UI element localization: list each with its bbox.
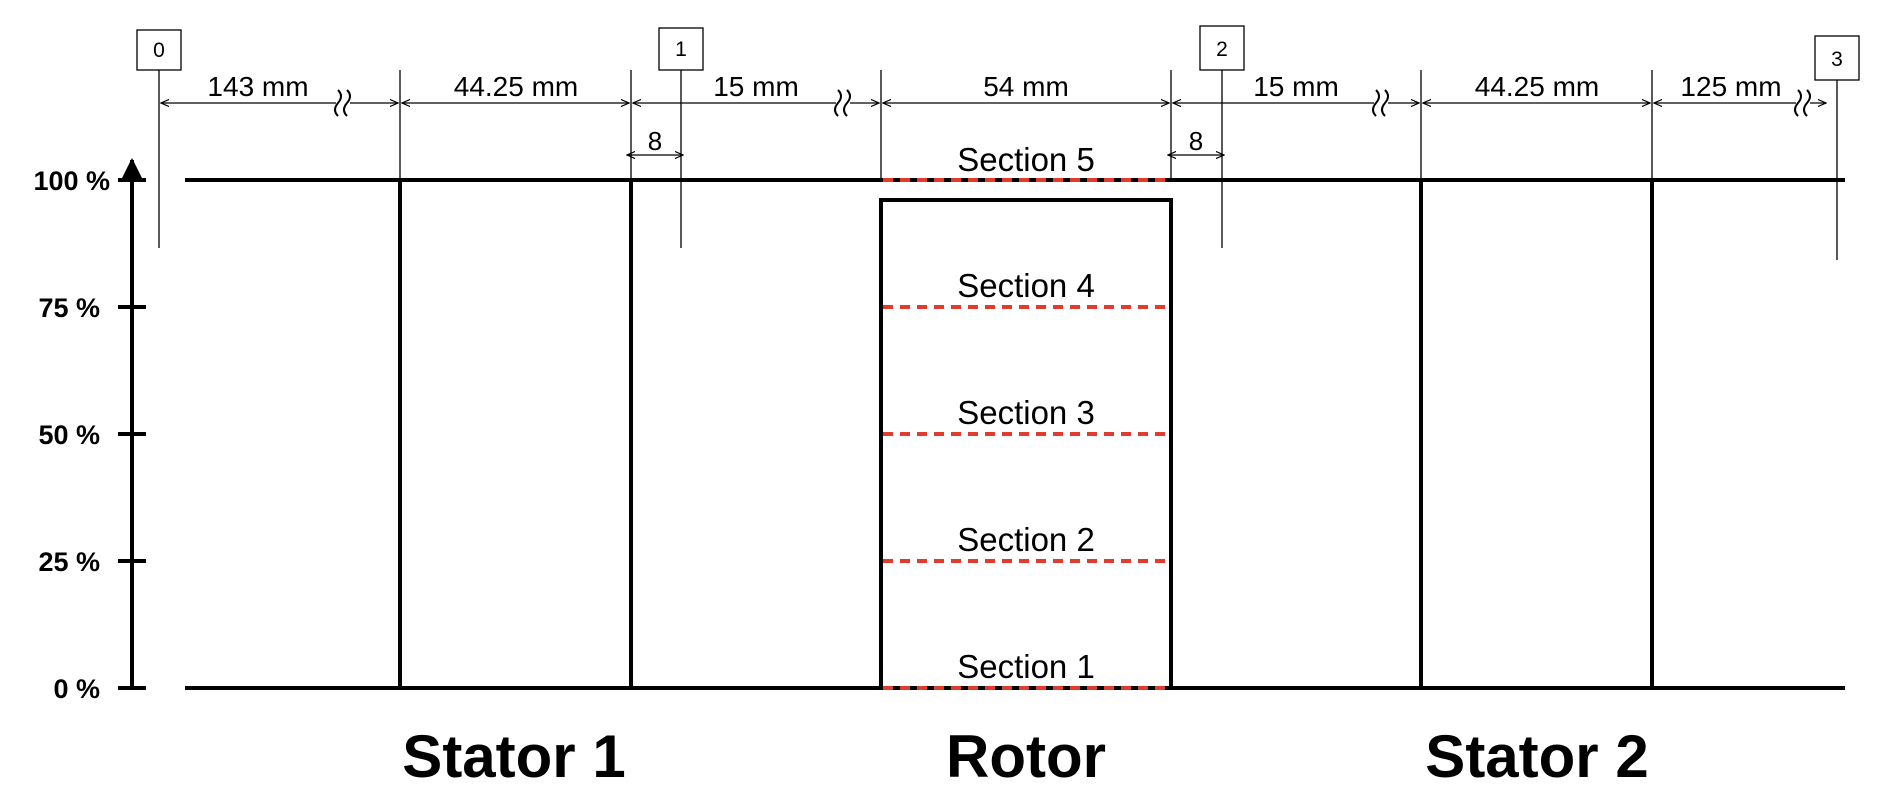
break-icon	[834, 89, 851, 117]
dim-15b-label: 15 mm	[1253, 71, 1339, 102]
y-axis: 0 % 25 % 50 % 75 % 100 %	[33, 158, 146, 704]
station-0-label: 0	[153, 39, 165, 62]
station-1: 1	[658, 27, 704, 248]
stator-1-label: Stator 1	[402, 723, 625, 790]
station-0: 0	[136, 29, 182, 248]
break-icon	[1794, 89, 1811, 117]
tick-label-100: 100 %	[33, 166, 110, 196]
dim-54-label: 54 mm	[983, 71, 1069, 102]
station-3: 3	[1814, 35, 1860, 260]
tick-label-25: 25 %	[38, 547, 100, 577]
section-5-label: Section 5	[957, 141, 1095, 178]
stator-1-blade	[398, 180, 633, 688]
station-1-label: 1	[675, 38, 687, 61]
tick-label-0: 0 %	[53, 674, 100, 704]
section-2-label: Section 2	[957, 521, 1095, 558]
dim-44a-label: 44.25 mm	[454, 71, 579, 102]
stator-2-blade	[1419, 180, 1654, 688]
tick-label-50: 50 %	[38, 420, 100, 450]
station-2: 2	[1199, 25, 1245, 248]
rotor-label: Rotor	[946, 723, 1106, 790]
dim-143-label: 143 mm	[207, 71, 308, 102]
section-1-label: Section 1	[957, 648, 1095, 685]
gap-2-label: 8	[1189, 126, 1203, 156]
station-2-label: 2	[1216, 38, 1228, 61]
break-symbols	[334, 89, 1811, 117]
dim-125-label: 125 mm	[1680, 71, 1781, 102]
break-icon	[1372, 89, 1389, 117]
dim-44b-label: 44.25 mm	[1475, 71, 1600, 102]
tick-label-75: 75 %	[38, 293, 100, 323]
section-lines	[883, 178, 1169, 690]
station-3-label: 3	[1831, 48, 1843, 71]
dim-15a-label: 15 mm	[713, 71, 799, 102]
stator-2-label: Stator 2	[1425, 723, 1648, 790]
break-icon	[334, 89, 351, 117]
extension-lines	[399, 70, 1653, 180]
section-3-label: Section 3	[957, 394, 1095, 431]
gap-1-label: 8	[648, 126, 662, 156]
section-4-label: Section 4	[957, 267, 1095, 304]
